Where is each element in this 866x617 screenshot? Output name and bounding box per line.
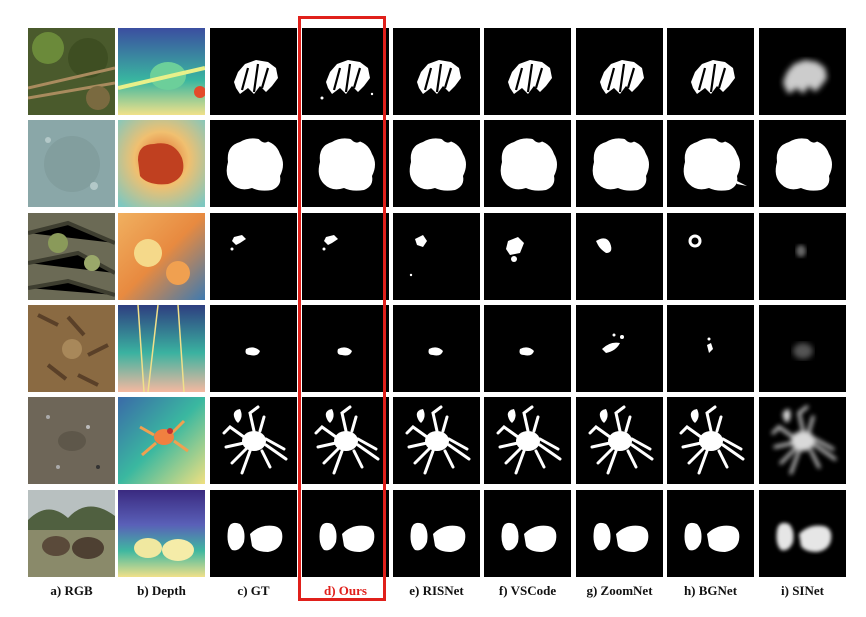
cell-row-2-rgb <box>28 120 115 207</box>
cell-row-5-depth <box>118 397 205 484</box>
column-label-depth: b) Depth <box>137 583 186 598</box>
cell-row-6-depth <box>118 490 205 577</box>
cell-row-3-depth <box>118 213 205 300</box>
cell-row-1-sinet <box>759 28 846 115</box>
column-label-ours: d) Ours <box>324 583 367 598</box>
cell-row-4-ours <box>302 305 389 392</box>
cell-row-6-ours <box>302 490 389 577</box>
cell-row-5-zoomnet <box>576 397 663 484</box>
cell-row-5-vscode <box>484 397 571 484</box>
cell-row-2-risnet <box>393 120 480 207</box>
cell-row-3-sinet <box>759 213 846 300</box>
cell-row-3-bgnet <box>667 213 754 300</box>
cell-row-2-ours <box>302 120 389 207</box>
cell-row-6-rgb <box>28 490 115 577</box>
cell-row-6-bgnet <box>667 490 754 577</box>
cell-row-4-sinet <box>759 305 846 392</box>
cell-row-3-ours <box>302 213 389 300</box>
cell-row-2-bgnet <box>667 120 754 207</box>
cell-row-1-zoomnet <box>576 28 663 115</box>
cell-row-6-gt <box>210 490 297 577</box>
cell-row-4-vscode <box>484 305 571 392</box>
cell-row-4-gt <box>210 305 297 392</box>
column-label-sinet: i) SINet <box>781 583 824 598</box>
cell-row-2-gt <box>210 120 297 207</box>
cell-row-6-sinet <box>759 490 846 577</box>
cell-row-5-bgnet <box>667 397 754 484</box>
column-label-rgb: a) RGB <box>50 583 93 598</box>
cell-row-6-risnet <box>393 490 480 577</box>
column-label-bgnet: h) BGNet <box>683 583 738 598</box>
cell-row-6-zoomnet <box>576 490 663 577</box>
column-label-zoomnet: g) ZoomNet <box>586 583 653 598</box>
cell-row-4-rgb <box>28 305 115 392</box>
cell-row-3-vscode <box>484 213 571 300</box>
cell-row-1-risnet <box>393 28 480 115</box>
cell-row-1-bgnet <box>667 28 754 115</box>
cell-row-4-depth <box>118 305 205 392</box>
cell-row-2-vscode <box>484 120 571 207</box>
cell-row-3-gt <box>210 213 297 300</box>
cell-row-6-vscode <box>484 490 571 577</box>
cell-row-5-rgb <box>28 397 115 484</box>
cell-row-1-depth <box>118 28 205 115</box>
cell-row-5-risnet <box>393 397 480 484</box>
cell-row-2-depth <box>118 120 205 207</box>
cell-row-5-gt <box>210 397 297 484</box>
cell-row-3-zoomnet <box>576 213 663 300</box>
cell-row-4-bgnet <box>667 305 754 392</box>
cell-row-1-gt <box>210 28 297 115</box>
cell-row-3-risnet <box>393 213 480 300</box>
column-label-gt: c) GT <box>237 583 270 598</box>
cell-row-5-sinet <box>759 397 846 484</box>
column-label-vscode: f) VSCode <box>498 583 557 598</box>
cell-row-3-rgb <box>28 213 115 300</box>
cell-row-1-rgb <box>28 28 115 115</box>
cell-row-1-vscode <box>484 28 571 115</box>
column-label-risnet: e) RISNet <box>409 583 464 598</box>
cell-row-4-zoomnet <box>576 305 663 392</box>
cell-row-2-zoomnet <box>576 120 663 207</box>
cell-row-1-ours <box>302 28 389 115</box>
cell-row-4-risnet <box>393 305 480 392</box>
cell-row-2-sinet <box>759 120 846 207</box>
cell-row-5-ours <box>302 397 389 484</box>
